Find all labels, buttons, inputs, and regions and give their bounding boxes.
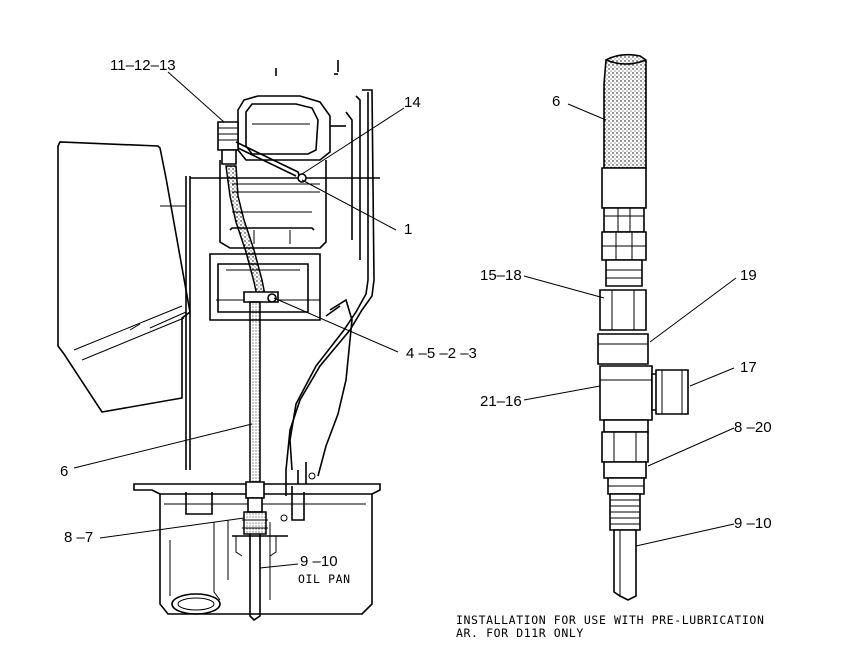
left-hose-assembly	[217, 121, 307, 622]
callout-11-12-13: 11–12–13	[110, 57, 176, 74]
callout-1: 1	[404, 221, 412, 238]
callout-19: 19	[740, 267, 757, 284]
callout-9-10-left: 9 –10	[300, 553, 338, 570]
callout-6-right: 6	[552, 93, 560, 110]
callout-4-5-2-3: 4 –5 –2 –3	[406, 345, 477, 362]
oil-pan-label: OIL PAN	[298, 572, 351, 586]
callout-6-left: 6	[60, 463, 68, 480]
callout-21-16: 21–16	[480, 393, 522, 410]
callout-14: 14	[404, 94, 421, 111]
caption-line-1: INSTALLATION FOR USE WITH PRE-LUBRICATIO…	[456, 613, 764, 627]
left-engine-assembly	[57, 60, 381, 615]
callout-labels: 11–12–13 14 1 4 –5 –2 –3 6 8 –7 9 –10 OI…	[60, 57, 772, 586]
caption-line-2: AR. FOR D11R ONLY	[456, 626, 584, 640]
callout-17: 17	[740, 359, 757, 376]
callout-9-10-right: 9 –10	[734, 515, 772, 532]
callout-15-18: 15–18	[480, 267, 522, 284]
right-exploded-view	[597, 53, 689, 601]
leader-lines	[73, 71, 737, 569]
caption: INSTALLATION FOR USE WITH PRE-LUBRICATIO…	[456, 613, 764, 640]
callout-8-20: 8 –20	[734, 419, 772, 436]
callout-8-7: 8 –7	[64, 529, 93, 546]
